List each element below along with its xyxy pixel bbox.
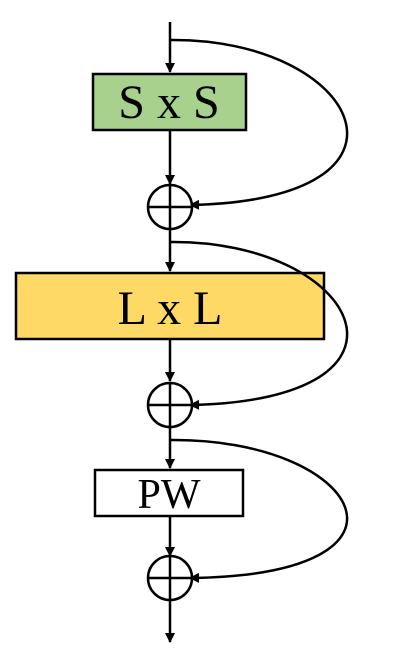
skip-connection-3: [169, 438, 349, 583]
skip-connection-1: [169, 38, 349, 210]
block-pw: PW: [93, 468, 245, 518]
circle-plus-icon: [146, 183, 194, 231]
circle-plus-icon: [146, 554, 194, 602]
block-lxl: L x L: [14, 271, 326, 341]
block-lxl-label: L x L: [118, 282, 223, 335]
skip-connection-2: [169, 240, 349, 410]
block-sxs-label: S x S: [118, 76, 219, 129]
block-pw-label: PW: [138, 472, 201, 518]
circle-plus-icon: [146, 381, 194, 429]
block-sxs: S x S: [91, 72, 248, 132]
